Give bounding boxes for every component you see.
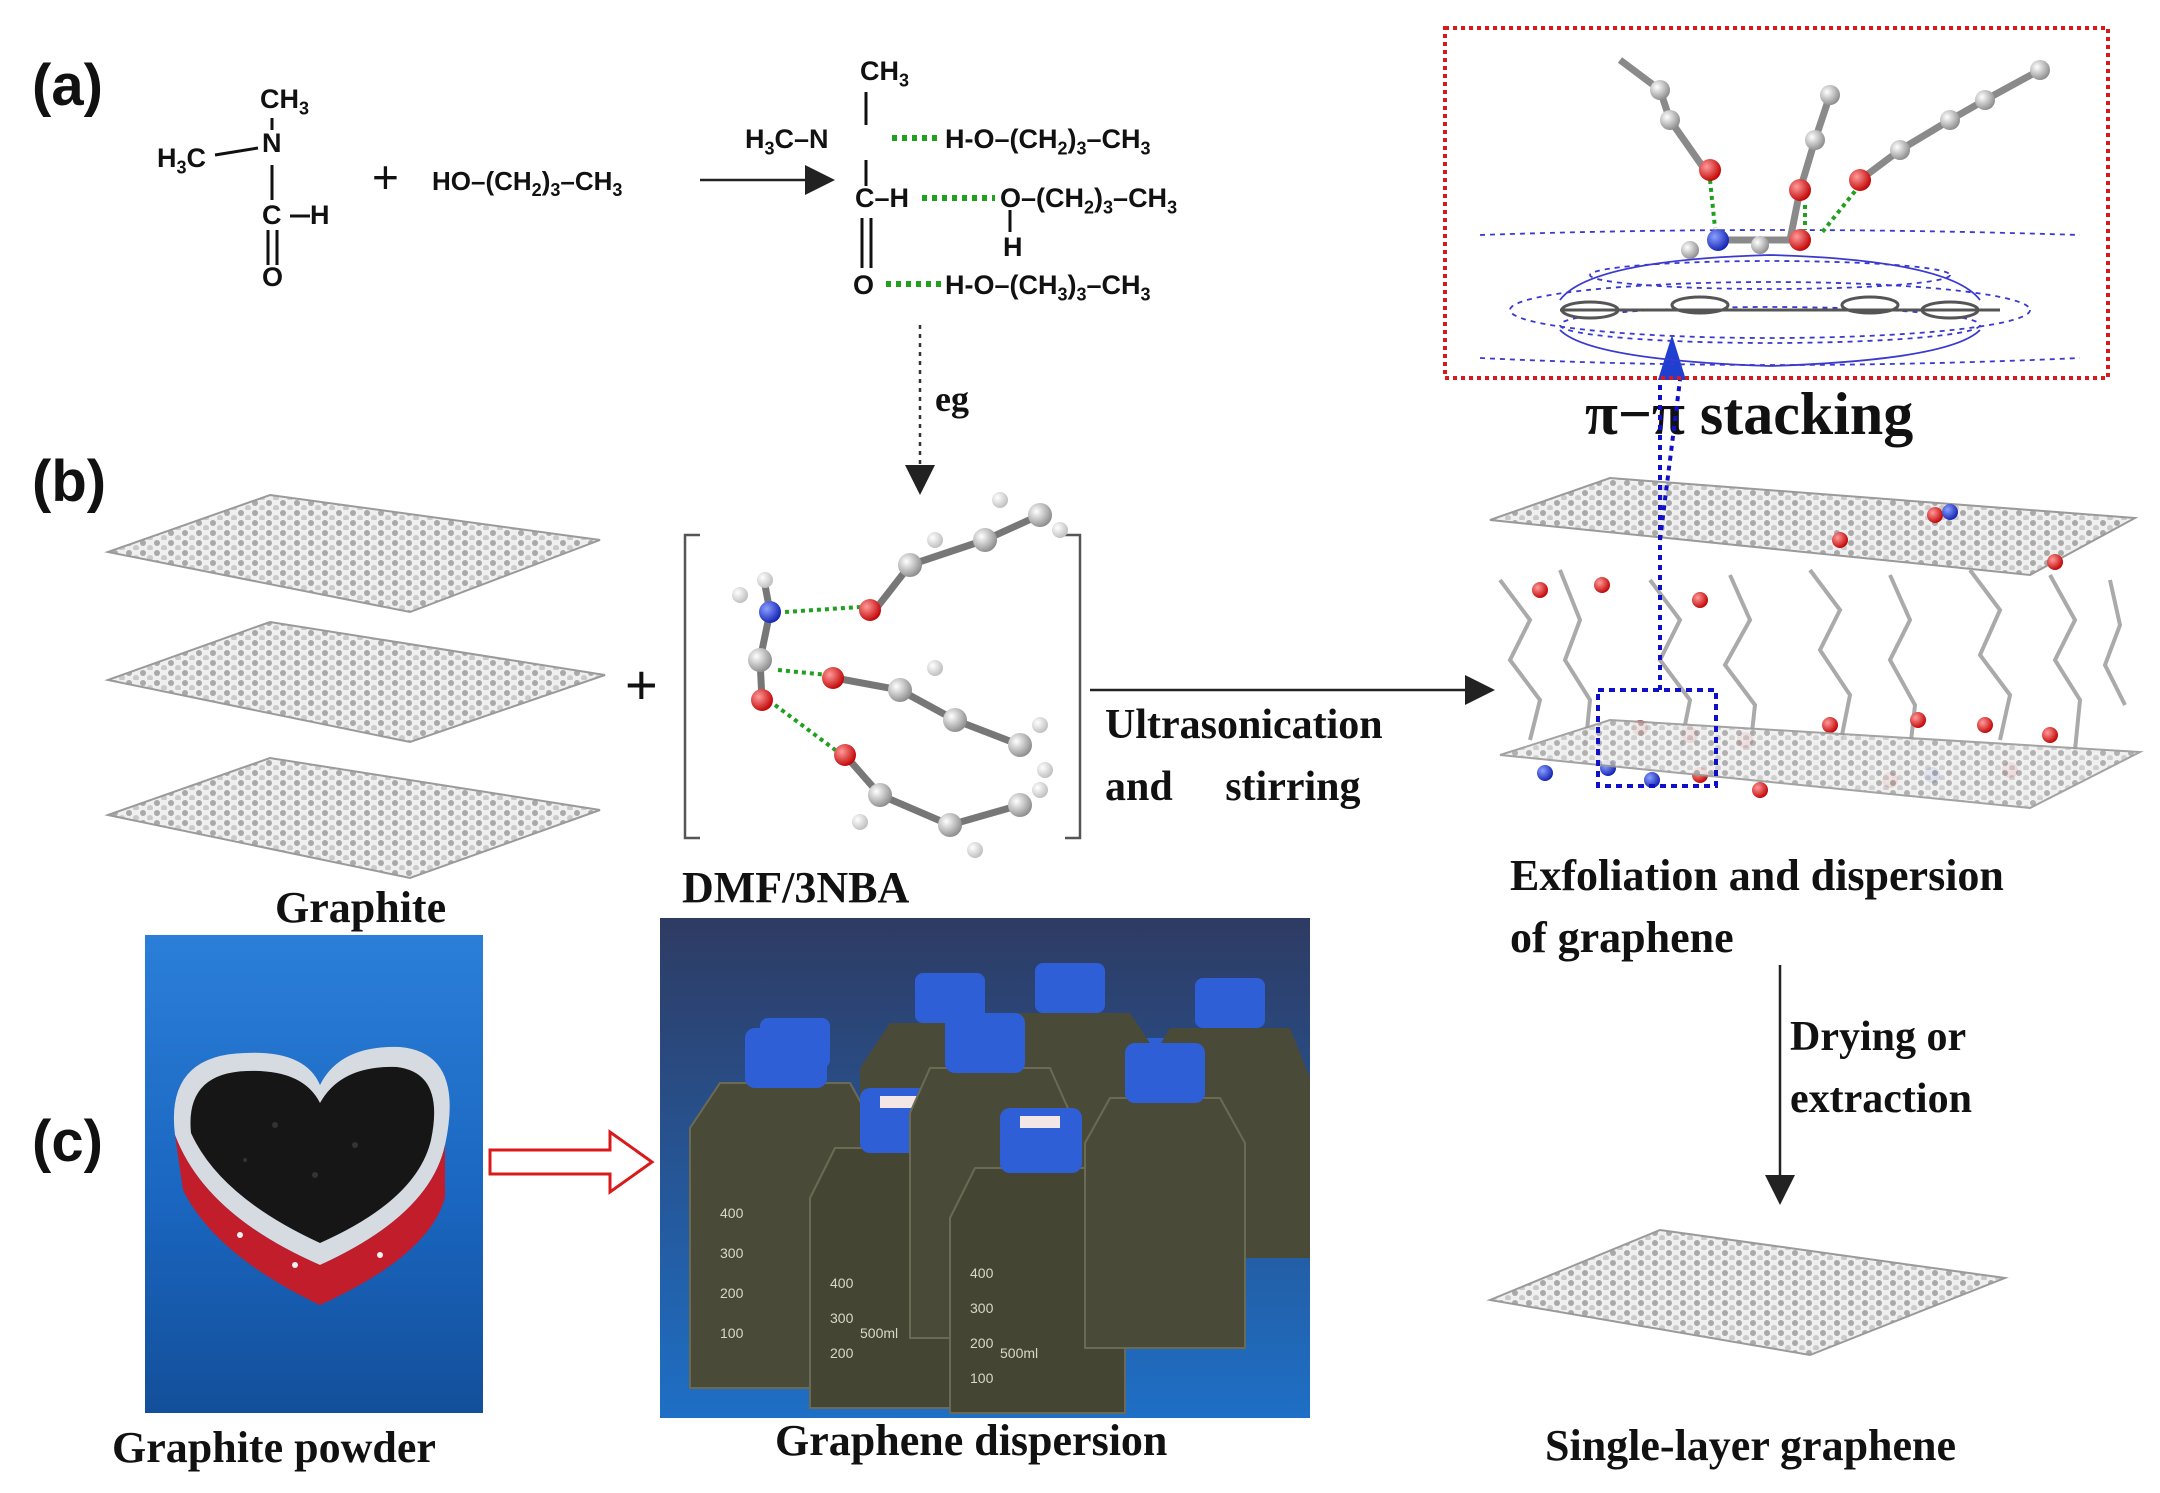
plus-sign-a: +	[372, 151, 399, 203]
single-layer-label: Single-layer graphene	[1545, 1421, 1957, 1470]
exfoliation-label-2: of graphene	[1510, 913, 1734, 962]
solvent-label: DMF/3NBA	[682, 863, 910, 912]
graphite-powder-photo	[145, 935, 483, 1413]
plus-sign-b: +	[625, 653, 658, 716]
stacking-connector	[1658, 379, 1682, 690]
complex-row3: O	[853, 270, 875, 300]
front-bottle-right	[1084, 1043, 1246, 1349]
svg-text:400: 400	[970, 1265, 994, 1281]
panel-label-a: (a)	[32, 53, 103, 118]
complex-bonds	[860, 92, 1012, 268]
panel-label-b: (b)	[32, 449, 107, 514]
svg-text:400: 400	[720, 1205, 744, 1221]
dmf-c: C	[262, 200, 282, 230]
svg-text:300: 300	[720, 1245, 744, 1261]
graphite-sheets	[104, 493, 606, 880]
complex-row1: H3C–N	[745, 124, 829, 159]
svg-text:500ml: 500ml	[1000, 1345, 1038, 1361]
svg-text:200: 200	[970, 1335, 994, 1351]
complex-h-under-o: H	[1003, 232, 1023, 262]
complex-row2-tail: O–(CH2)3–CH3	[1000, 183, 1178, 218]
complex-row2: C–H	[855, 183, 910, 213]
graphite-powder-label: Graphite powder	[112, 1423, 436, 1472]
complex-ch3: CH3	[860, 56, 910, 91]
svg-text:400: 400	[830, 1275, 854, 1291]
solvent-molecule	[732, 492, 1068, 858]
dmf-o: O	[262, 262, 284, 292]
complex-row1-tail: H-O–(CH2)3–CH3	[945, 124, 1151, 159]
dmf-h: H	[310, 200, 330, 230]
process-label-1: Ultrasonication	[1105, 702, 1383, 748]
drying-label-1: Drying or	[1790, 1014, 1967, 1060]
svg-text:200: 200	[830, 1345, 854, 1361]
eg-label: eg	[935, 379, 969, 419]
graphite-label: Graphite	[275, 883, 447, 932]
dmf-bonds	[214, 118, 310, 265]
drying-label-2: extraction	[1790, 1076, 1972, 1122]
process-label-2: and stirring	[1105, 764, 1361, 810]
inset-molecules	[1479, 57, 2081, 367]
svg-text:200: 200	[720, 1285, 744, 1301]
powder-to-dispersion-arrow	[488, 1129, 655, 1195]
solvent-bracket	[683, 533, 1082, 840]
svg-text:500ml: 500ml	[860, 1325, 898, 1341]
dmf-h3c: H3C	[157, 143, 207, 178]
graphite-sheet-2	[104, 620, 606, 744]
single-layer-sheet	[1486, 1228, 2009, 1357]
dmf-n: N	[262, 128, 282, 158]
panel-label-c: (c)	[32, 1109, 103, 1174]
selection-box	[1596, 688, 1718, 788]
exfoliated-structure	[1489, 476, 2144, 810]
heart-tin	[173, 1046, 450, 1305]
svg-text:100: 100	[720, 1325, 744, 1341]
dmf-ch3-top: CH3	[260, 84, 310, 119]
graphene-dispersion-label: Graphene dispersion	[775, 1416, 1168, 1465]
complex-row3-tail: H-O–(CH3)3–CH3	[945, 270, 1151, 305]
svg-text:100: 100	[970, 1370, 994, 1386]
graphite-sheet-3	[104, 756, 601, 880]
bottle-markings: 400 300 200 100 400 300 200 500ml 400 300 200 10…	[720, 1205, 1038, 1386]
graphite-sheet-1	[104, 493, 601, 614]
exfoliation-label-1: Exfoliation and dispersion	[1510, 851, 2004, 900]
hydrogen-bonds-a	[886, 135, 995, 287]
bottle-group: 400 300 200 100 400 300 200 500ml 400 300 200 10…	[689, 963, 1310, 1414]
stacking-arrowhead	[1658, 335, 1686, 380]
svg-text:300: 300	[830, 1310, 854, 1326]
butanol-formula: HO–(CH2)3–CH3	[432, 166, 623, 201]
pi-stacking-label: π−π stacking	[1585, 381, 1914, 447]
pi-stacking-inset	[1443, 26, 2110, 380]
svg-text:300: 300	[970, 1300, 994, 1316]
graphene-dispersion-photo: 400 300 200 100 400 300 200 500ml 400 300 200 10…	[660, 918, 1310, 1418]
front-bottle-mid-right	[949, 1108, 1126, 1414]
